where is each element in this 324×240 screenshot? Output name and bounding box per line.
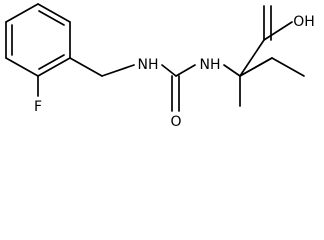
ring-bond-3 xyxy=(37,57,71,77)
quaternary-to-acid-carbon-bond xyxy=(239,39,265,77)
ring-to-ch2-bond xyxy=(69,57,103,77)
ring-bond-6 xyxy=(5,3,39,23)
ethyl-terminal-bond xyxy=(271,57,305,77)
fluorine-label: F xyxy=(34,99,42,115)
amine-nh-label-1: NH xyxy=(138,57,159,73)
acid-c-to-oh-bond xyxy=(263,21,293,41)
quaternary-to-carboxyl-bond xyxy=(239,57,273,77)
benzene-ring xyxy=(5,3,71,77)
ring-bond-4 xyxy=(5,57,39,77)
nh-to-carbonyl-bond xyxy=(161,64,177,77)
ring-double-bond-b xyxy=(38,54,65,70)
amine-nh-label-2: NH xyxy=(200,57,221,73)
chemical-structure-diagram: F NH O NH OH xyxy=(5,3,315,130)
carbonyl-oxygen-label: O xyxy=(170,114,181,130)
ring-double-bond-a xyxy=(38,10,65,26)
ring-bond-1 xyxy=(37,3,71,23)
acid-hydroxyl-label: OH xyxy=(293,14,315,30)
nh-to-quaternary-carbon-bond xyxy=(223,64,241,77)
carbonyl-to-nh-bond xyxy=(175,64,196,77)
ch2-to-nh-bond xyxy=(101,64,135,77)
